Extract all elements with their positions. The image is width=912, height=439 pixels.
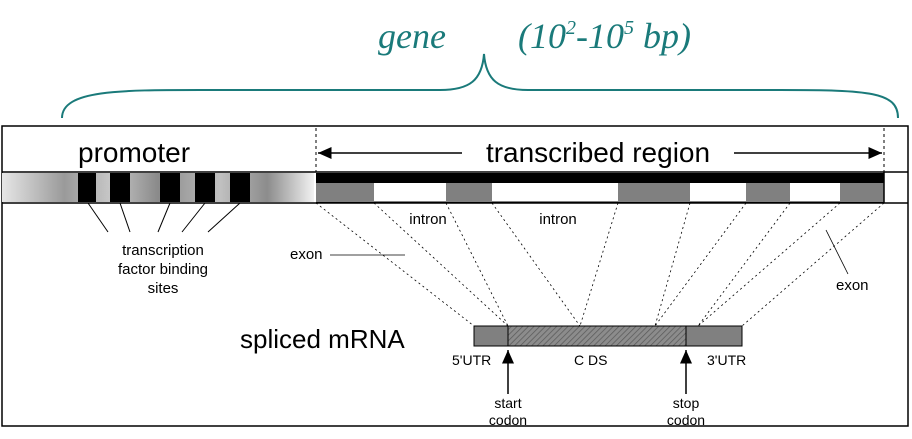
exon-1 xyxy=(316,183,374,202)
mrna-3utr xyxy=(685,325,743,347)
tfbs-label-line2: factor binding xyxy=(118,261,208,278)
stop-codon-label-line1: stop xyxy=(673,395,700,411)
utr3-label: 3'UTR xyxy=(707,352,746,368)
gene-size-exp1: 2 xyxy=(566,17,576,39)
exon-2 xyxy=(446,183,492,202)
spliced-mrna-label: spliced mRNA xyxy=(240,324,405,354)
gene-brace xyxy=(61,53,899,119)
tfbs-block-5 xyxy=(230,173,250,202)
intron-label-left: intron xyxy=(409,211,447,228)
tfbs-block-1 xyxy=(78,173,96,202)
cds-label: C DS xyxy=(574,352,607,368)
transcribed-region-label: transcribed region xyxy=(486,137,710,168)
gene-size-prefix: (10 xyxy=(518,16,566,56)
exon-leader-right xyxy=(825,229,849,275)
exon-label-left: exon xyxy=(290,246,323,263)
start-codon-label-line1: start xyxy=(494,395,521,411)
transcribed-bar-top xyxy=(316,173,884,183)
tfbs-block-3 xyxy=(160,173,180,202)
gene-size-mid: -10 xyxy=(576,16,624,56)
mrna-cds xyxy=(507,325,687,347)
promoter-region xyxy=(2,173,314,202)
intron-label-right: intron xyxy=(539,211,577,228)
intron-bar xyxy=(316,183,884,202)
mrna-5utr xyxy=(473,325,509,347)
tfbs-label-line3: sites xyxy=(148,280,179,297)
gene-size-exp2: 5 xyxy=(624,17,634,39)
tfbs-leaders xyxy=(87,202,241,233)
tfbs-label-line1: transcription xyxy=(122,242,204,259)
stop-codon-label-line2: codon xyxy=(667,412,705,428)
gene-label: gene xyxy=(378,16,446,56)
gene-size-suffix: bp) xyxy=(634,16,691,56)
utr5-label: 5'UTR xyxy=(452,352,491,368)
exon-5 xyxy=(840,183,884,202)
start-codon-label-line2: codon xyxy=(489,412,527,428)
diagram-frame xyxy=(1,125,909,427)
exon-3 xyxy=(618,183,690,202)
exon-4 xyxy=(746,183,790,202)
tfbs-block-2 xyxy=(110,173,130,202)
gene-size-label: (102-105 bp) xyxy=(518,16,691,56)
promoter-label: promoter xyxy=(78,137,190,168)
tfbs-block-4 xyxy=(195,173,215,202)
exon-label-right: exon xyxy=(836,277,869,294)
splice-lines xyxy=(315,202,885,327)
